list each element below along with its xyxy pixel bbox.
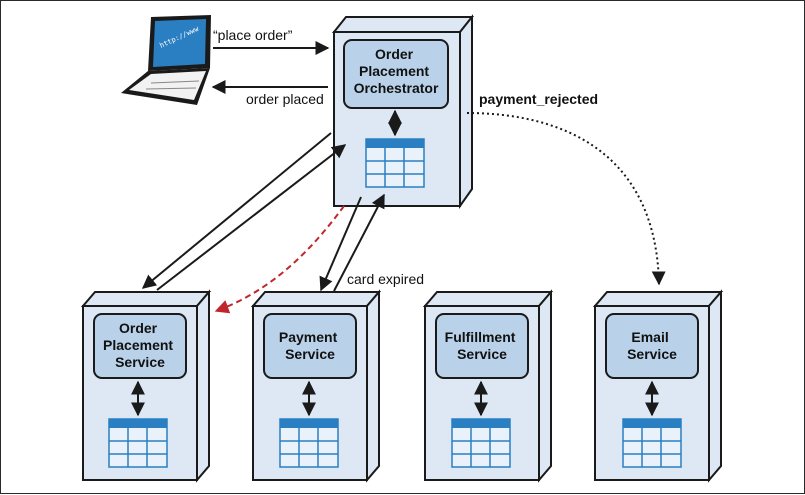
orchestrator-title: Order Placement Orchestrator	[354, 46, 439, 96]
payment-service-title: Payment Service	[279, 329, 341, 362]
payment-rejected-label: payment_rejected	[479, 91, 598, 107]
order-placement-service-card	[93, 313, 187, 379]
payment-service-server: Payment Service	[250, 289, 382, 483]
order-placement-service-server: Order Placement Service	[80, 289, 212, 483]
retry-dashed-arrow	[214, 205, 345, 314]
laptop-icon: http://www	[121, 15, 211, 105]
orchestrator-server: Order Placement Orchestrator	[331, 14, 475, 210]
orchestrator-to-payment-arrow	[319, 196, 362, 292]
email-service-card	[605, 313, 699, 379]
fulfillment-service-card	[435, 313, 529, 379]
order-placed-label: order placed	[246, 91, 324, 107]
orchestrator-to-order-placement-arrow	[141, 132, 332, 289]
database-table-icon	[451, 418, 511, 468]
email-service-title: Email Service	[627, 329, 677, 362]
database-table-icon	[108, 418, 168, 468]
card-expired-label: card expired	[347, 271, 424, 287]
fulfillment-service-server: Fulfillment Service	[422, 289, 554, 483]
database-table-icon	[622, 418, 682, 468]
fulfillment-service-title: Fulfillment Service	[445, 329, 520, 362]
database-table-icon	[365, 138, 425, 188]
order-placement-to-orchestrator-arrow	[156, 144, 347, 291]
payment-service-card	[263, 313, 357, 379]
email-service-server: Email Service	[592, 289, 724, 483]
order-placement-service-title: Order Placement Service	[103, 320, 177, 370]
orchestrator-card	[343, 39, 449, 109]
place-order-label: “place order”	[213, 27, 293, 43]
payment-to-orchestrator-arrow	[333, 193, 385, 292]
database-table-icon	[279, 418, 339, 468]
payment-rejected-arrow	[466, 112, 666, 286]
